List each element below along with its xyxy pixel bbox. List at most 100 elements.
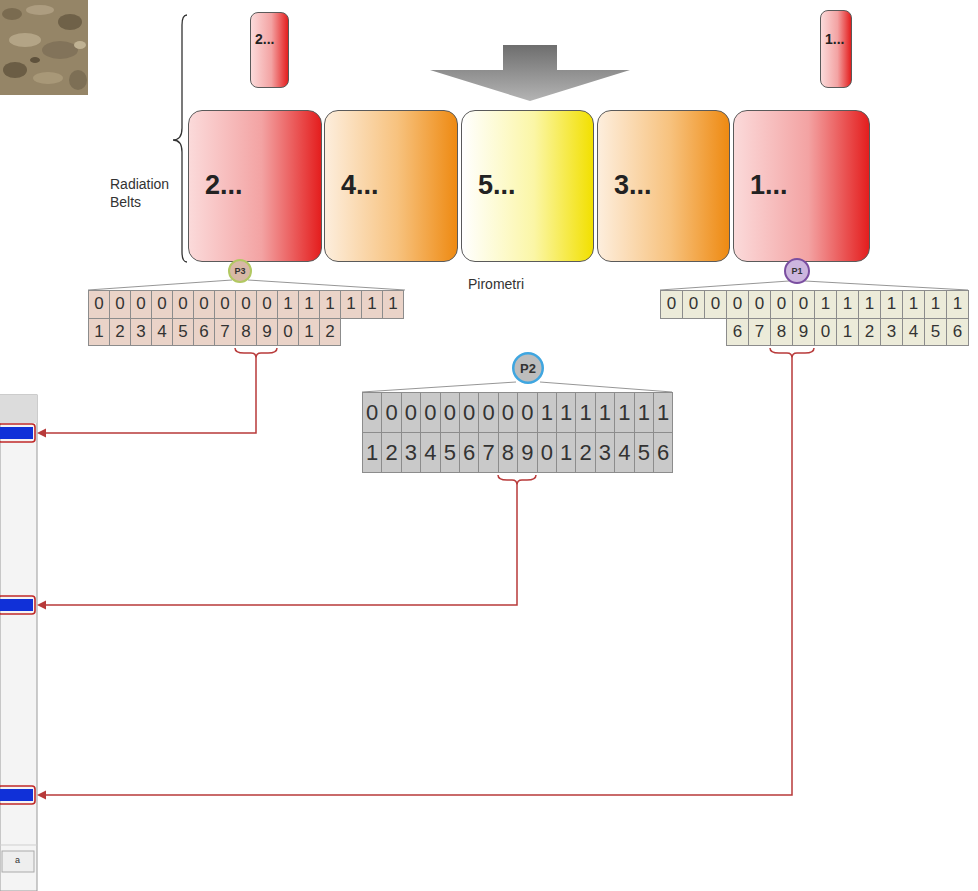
circle-shape	[513, 353, 543, 383]
table-cell: 0	[401, 392, 421, 433]
pyrometer-circle: P1	[784, 258, 810, 284]
photo-crop	[0, 0, 88, 95]
table-cell: 0	[109, 290, 131, 319]
table-cell: 1	[880, 290, 903, 319]
table-cell: 5	[440, 432, 460, 473]
table-cell: 1	[277, 290, 299, 319]
table-cell: 1	[946, 290, 969, 319]
table-cell: 0	[362, 392, 382, 433]
table-cell: 0	[792, 290, 815, 319]
table-cell: 3	[880, 318, 903, 347]
table-cell: 4	[902, 318, 925, 347]
table-cell: 5	[924, 318, 947, 347]
table-cell: 4	[420, 432, 440, 473]
table-cell: 2	[381, 432, 401, 473]
table-cell: 0	[172, 290, 194, 319]
belt-number: 1...	[825, 31, 844, 47]
group-brace	[173, 15, 187, 262]
table-cell: 0	[235, 290, 257, 319]
leader-lines	[44, 348, 814, 795]
table-cell: 0	[214, 290, 236, 319]
table-cell: 0	[459, 392, 479, 433]
table-cell: 9	[792, 318, 815, 347]
table-cell: 0	[682, 290, 705, 319]
table-cell: 0	[726, 290, 749, 319]
belt-box: 3...	[597, 110, 730, 262]
arrow-heads	[37, 429, 46, 800]
table-cell: 0	[517, 392, 537, 433]
belt-box: 2...	[188, 110, 322, 262]
table-cell: 7	[748, 318, 771, 347]
belt-number: 5...	[478, 170, 516, 201]
screen-panel	[0, 395, 37, 891]
table-cell: 9	[256, 318, 278, 347]
flow-arrow	[430, 45, 630, 101]
table-cell: 8	[235, 318, 257, 347]
table-cell: 1	[88, 318, 110, 347]
table-cell: 1	[836, 290, 859, 319]
table-cell: 0	[660, 290, 683, 319]
table-cell: 1	[634, 392, 654, 433]
table-cell: 1	[537, 392, 557, 433]
side-label: Radiation Belts	[110, 176, 172, 211]
table-cell: 0	[256, 290, 278, 319]
belt-number: 2...	[205, 170, 243, 201]
belt-number: 1...	[750, 170, 788, 201]
table-cell: 1	[298, 318, 320, 347]
table-cell: 1	[814, 290, 837, 319]
table-cell: 1	[556, 432, 576, 473]
table-cell: 0	[748, 290, 771, 319]
table-cell: 0	[193, 290, 215, 319]
table-cell: 6	[726, 318, 749, 347]
belt-box: 4...	[324, 110, 458, 262]
table-cell: 3	[401, 432, 421, 473]
table-cell: 0	[277, 318, 299, 347]
table-cell: 1	[653, 392, 673, 433]
pyrometer-circle: P2	[512, 352, 544, 384]
belt-box: 5...	[461, 110, 594, 262]
table-cell: 1	[924, 290, 947, 319]
table-cell: 1	[556, 392, 576, 433]
table-cell: 5	[172, 318, 194, 347]
small-belt-box: 2...	[250, 12, 289, 88]
table-cell: 2	[858, 318, 881, 347]
table-cell: 0	[498, 392, 518, 433]
fan-lines	[88, 280, 968, 392]
table-cell: 6	[459, 432, 479, 473]
small-belt-box: 1...	[820, 10, 852, 88]
table-cell: 3	[595, 432, 615, 473]
table-cell: 6	[653, 432, 673, 473]
table-cell: 1	[902, 290, 925, 319]
table-cell: 8	[498, 432, 518, 473]
table-cell: 0	[770, 290, 793, 319]
table-cell: 0	[440, 392, 460, 433]
button-text: a	[15, 855, 20, 866]
belt-number: 4...	[341, 170, 379, 201]
table-cell: 2	[575, 432, 595, 473]
table-cell: 2	[319, 318, 341, 347]
table-cell: 0	[151, 290, 173, 319]
table-cell: 1	[298, 290, 320, 319]
table-cell: 2	[109, 318, 131, 347]
table-cell: 3	[130, 318, 152, 347]
pyrometer-name: P3	[234, 267, 245, 276]
table-cell: 0	[130, 290, 152, 319]
table-cell: 1	[362, 432, 382, 473]
table-cell: 5	[634, 432, 654, 473]
section-label: Pirometri	[468, 276, 524, 294]
table-cell: 1	[858, 290, 881, 319]
table-cell: 9	[517, 432, 537, 473]
belt-number: 3...	[614, 170, 652, 201]
table-cell: 0	[88, 290, 110, 319]
pyrometer-circle: P3	[228, 259, 252, 283]
table-cell: 0	[814, 318, 837, 347]
table-cell: 8	[770, 318, 793, 347]
table-cell: 0	[381, 392, 401, 433]
pyrometer-name: P1	[791, 267, 802, 276]
belt-box: 1...	[733, 110, 870, 262]
table-cell: 1	[836, 318, 859, 347]
table-cell: 1	[595, 392, 615, 433]
table-cell: 4	[151, 318, 173, 347]
table-cell: 6	[193, 318, 215, 347]
